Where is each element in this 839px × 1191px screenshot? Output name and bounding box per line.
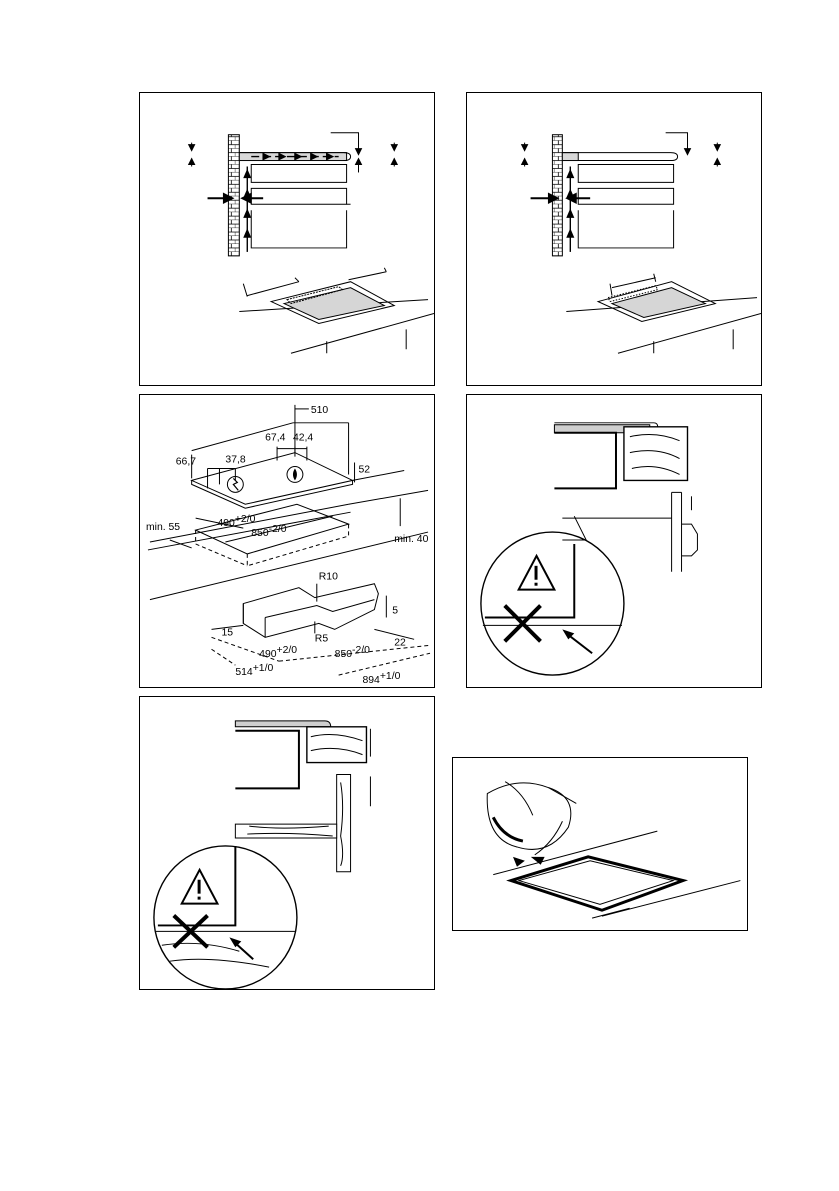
ventilation-diagram-right (466, 92, 762, 386)
dim-42-4: 42,4 (293, 433, 313, 444)
ventilation-diagram-left (139, 92, 435, 386)
ventilation-right-drawing (520, 132, 761, 354)
seal-application-diagram (452, 757, 748, 931)
dimensions-drawing: 510 67,4 42,4 66,7 37,8 52 min. 55 490+2… (146, 405, 431, 686)
dim-850-bottom: 850-2/0 (335, 645, 371, 660)
dim-66-7: 66,7 (176, 457, 196, 468)
countertop-perspective (239, 267, 434, 354)
cross-icon (503, 604, 542, 643)
warning-detail-right (466, 394, 762, 688)
seal-drawing (486, 781, 741, 919)
dim-514: 514+1/0 (235, 663, 273, 678)
dim-min-40: min. 40 (394, 534, 428, 545)
warning-detail-left (139, 696, 435, 990)
dim-5: 5 (392, 606, 398, 617)
dim-490-bottom: 490+2/0 (259, 645, 297, 660)
warning-triangle-icon (517, 553, 557, 591)
warning-right-drawing (480, 422, 698, 676)
cross-icon (172, 914, 209, 949)
airflow-arrows (243, 152, 339, 252)
dim-min-55: min. 55 (146, 522, 180, 533)
ventilation-left-drawing (187, 132, 434, 354)
dim-510: 510 (311, 405, 329, 416)
dim-r10: R10 (319, 572, 338, 583)
installation-dimensions-diagram: 510 67,4 42,4 66,7 37,8 52 min. 55 490+2… (139, 394, 435, 688)
warning-triangle-icon (180, 867, 220, 905)
dim-r5: R5 (315, 633, 329, 644)
electric-icon (232, 478, 239, 491)
dim-37-8: 37,8 (225, 455, 245, 466)
dim-67-4: 67,4 (265, 433, 285, 444)
dim-490: 490+2/0 (217, 514, 255, 529)
dim-22: 22 (394, 637, 406, 648)
dim-15: 15 (221, 627, 233, 638)
countertop-perspective-right (566, 273, 761, 354)
warning-left-drawing (153, 720, 371, 989)
dim-894: 894+1/0 (362, 671, 400, 686)
dim-52: 52 (359, 464, 371, 475)
gas-icon (292, 468, 297, 481)
wall (227, 134, 240, 257)
